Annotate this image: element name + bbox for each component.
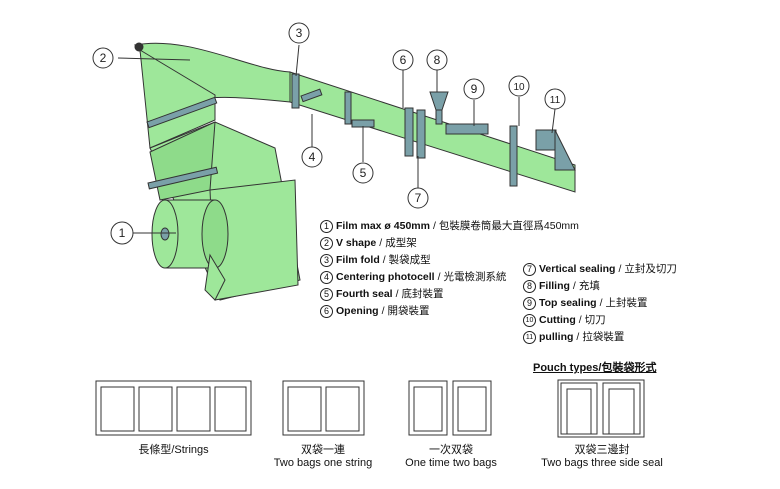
pouch-caption-one-time-two-bags: 一次双袋 One time two bags [405,444,497,469]
film-roll [151,199,229,301]
callout-5: 5 [360,166,367,180]
pouch-caption-two-bags-one-string: 双袋一連 Two bags one string [273,444,373,469]
pouch-caption-three-side-seal: 双袋三邊封 Two bags three side seal [541,444,663,469]
callout-6: 6 [400,53,407,67]
pouch-diagrams [95,379,645,438]
stations [291,73,576,187]
callout-9: 9 [471,82,478,96]
callout-numbers: 1 2 3 4 5 6 7 8 9 10 11 [100,26,561,240]
callout-leaders [117,44,556,234]
pouch-caption-strings: 長條型/Strings [138,444,209,456]
callout-10: 10 [513,82,525,93]
callout-3: 3 [296,26,303,40]
pouch-types-title: Pouch types/包裝袋形式 [533,362,657,374]
callout-8: 8 [434,53,441,67]
callout-4: 4 [309,150,316,164]
callout-7: 7 [415,191,422,205]
callout-circles [92,22,566,245]
guide-rollers [134,42,219,190]
callout-1: 1 [119,226,126,240]
callout-11: 11 [550,95,561,106]
callout-2: 2 [100,51,107,65]
